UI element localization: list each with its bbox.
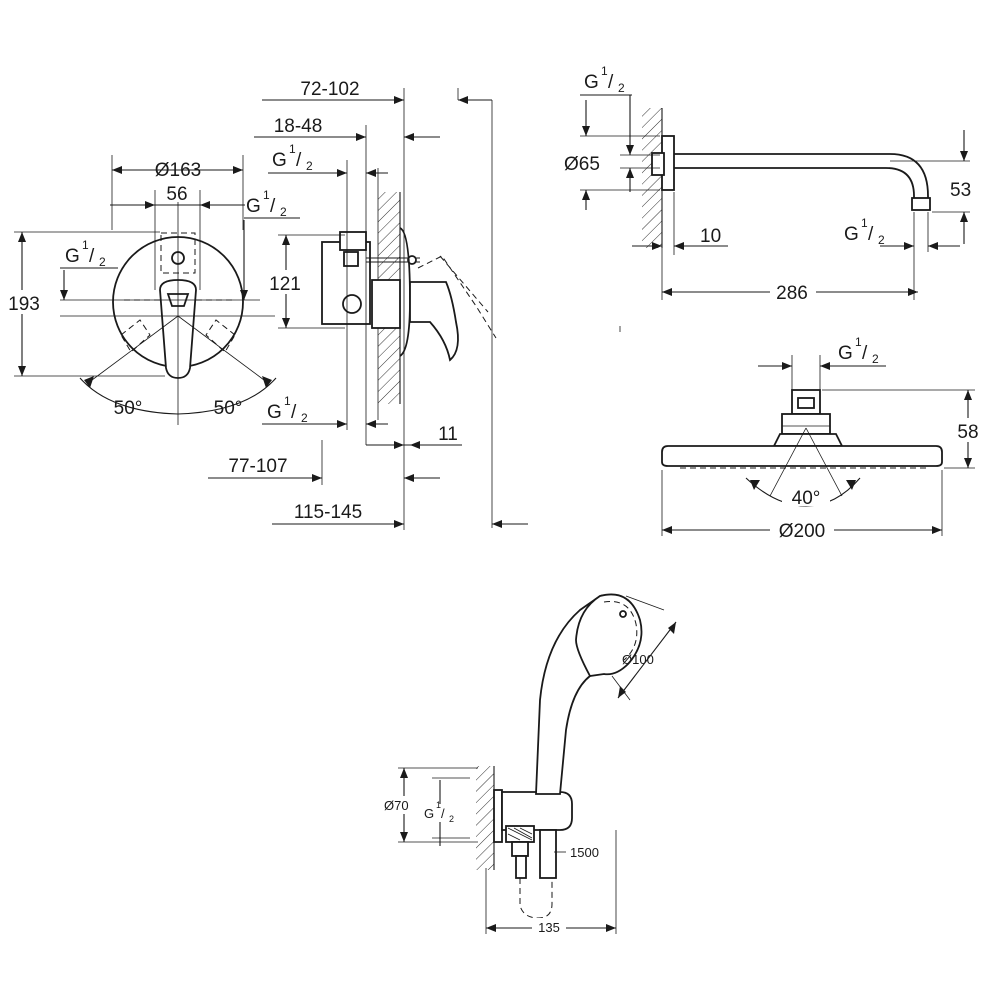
head-shower-view: G 1 / 2 58 40° Ø200 bbox=[661, 335, 986, 542]
svg-text:G: G bbox=[267, 402, 282, 423]
body-port bbox=[342, 294, 362, 314]
hand-head-diameter-label: Ø100 bbox=[622, 652, 654, 667]
head-height-label: 58 bbox=[957, 422, 978, 443]
hand-shower-grip-end bbox=[539, 829, 557, 879]
arm-thread-label: G 1 / 2 bbox=[584, 64, 625, 95]
mixer-width-label: 56 bbox=[166, 184, 187, 205]
arm-drop-label: 53 bbox=[950, 180, 971, 201]
head-angle-label: 40° bbox=[792, 488, 821, 509]
body-depth-label: 77-107 bbox=[228, 456, 287, 477]
arm-tube bbox=[674, 153, 929, 210]
lever-side bbox=[409, 281, 459, 362]
svg-text:2: 2 bbox=[618, 81, 625, 95]
svg-text:2: 2 bbox=[99, 255, 106, 269]
arm-wall-section bbox=[642, 108, 662, 248]
shower-arm-view: G 1 / 2 Ø65 10 G 1 / 2 bbox=[564, 64, 971, 332]
arm-wall-offset-label: 10 bbox=[700, 226, 721, 247]
mixer-front-view: Ø163 56 193 G 1 / 2 G 1 / 2 bbox=[2, 155, 300, 425]
arm-length-label: 286 bbox=[776, 283, 808, 304]
arm-outlet-thread-label: G 1 / 2 bbox=[844, 216, 885, 247]
head-diameter-label: Ø200 bbox=[779, 521, 825, 542]
svg-text:2: 2 bbox=[872, 352, 879, 366]
total-depth-label: 115-145 bbox=[294, 502, 362, 523]
trim-plate-side bbox=[399, 227, 411, 357]
hose-length-label: 1500 bbox=[570, 845, 599, 860]
head-plate bbox=[661, 445, 943, 467]
head-thread-label: G 1 / 2 bbox=[838, 335, 879, 366]
hidden-port-right bbox=[205, 319, 236, 353]
inlet-left-thread-label: G 1 / 2 bbox=[65, 238, 106, 269]
svg-text:G: G bbox=[246, 196, 261, 217]
rosette-offset-label: 11 bbox=[438, 424, 458, 445]
svg-text:1: 1 bbox=[82, 238, 89, 252]
mixer-height-label: 193 bbox=[8, 294, 40, 315]
svg-text:2: 2 bbox=[306, 159, 313, 173]
angle-left-label: 50° bbox=[114, 398, 143, 419]
head-connector bbox=[791, 389, 821, 415]
angle-right-label: 50° bbox=[214, 398, 243, 419]
side-height-label: 121 bbox=[269, 274, 301, 295]
depth-inner-label: 18-48 bbox=[274, 116, 323, 137]
wall-outlet-holder bbox=[501, 791, 573, 831]
hand-depth-label: 135 bbox=[538, 920, 560, 935]
side-bottom-thread-label: G 1 / 2 bbox=[267, 394, 308, 425]
side-top-thread-label: G 1 / 2 bbox=[272, 142, 313, 173]
svg-text:1: 1 bbox=[436, 800, 441, 810]
svg-text:G: G bbox=[838, 343, 853, 364]
lever-indicator bbox=[166, 293, 190, 307]
hidden-port-left bbox=[120, 319, 151, 353]
depth-outer-label: 72-102 bbox=[300, 79, 359, 100]
svg-text:1: 1 bbox=[855, 335, 862, 349]
svg-text:2: 2 bbox=[301, 411, 308, 425]
svg-text:/: / bbox=[270, 196, 276, 217]
head-ball-joint bbox=[772, 433, 844, 447]
svg-text:G: G bbox=[65, 246, 80, 267]
arm-rosette-diameter-label: Ø65 bbox=[564, 154, 600, 175]
mixer-side-view: 72-102 18-48 G 1 / 2 121 G 1 / 2 bbox=[208, 79, 528, 530]
svg-text:1: 1 bbox=[263, 188, 270, 202]
svg-text:/: / bbox=[868, 224, 874, 245]
svg-text:/: / bbox=[296, 150, 302, 171]
mixer-diameter-label: Ø163 bbox=[155, 160, 201, 181]
svg-text:G: G bbox=[584, 72, 599, 93]
svg-text:2: 2 bbox=[280, 205, 287, 219]
hand-thread-label: G 1 / 2 bbox=[424, 800, 454, 824]
svg-text:/: / bbox=[862, 343, 868, 364]
svg-text:1: 1 bbox=[289, 142, 296, 156]
svg-text:G: G bbox=[424, 806, 434, 821]
svg-text:G: G bbox=[844, 224, 859, 245]
svg-text:1: 1 bbox=[601, 64, 608, 78]
hand-elbow-diameter-label: Ø70 bbox=[384, 798, 409, 813]
svg-text:1: 1 bbox=[284, 394, 291, 408]
svg-text:/: / bbox=[291, 402, 297, 423]
svg-text:/: / bbox=[608, 72, 614, 93]
hand-wall-section bbox=[476, 766, 494, 870]
hand-shower-view: Ø100 Ø70 G 1 / 2 1500 135 bbox=[380, 593, 677, 936]
svg-text:/: / bbox=[89, 246, 95, 267]
inlet-right-thread-label: G 1 / 2 bbox=[246, 188, 287, 219]
hose-dashed bbox=[519, 878, 553, 919]
svg-text:/: / bbox=[441, 806, 445, 821]
svg-text:2: 2 bbox=[449, 814, 454, 824]
svg-text:2: 2 bbox=[878, 233, 885, 247]
svg-text:G: G bbox=[272, 150, 287, 171]
svg-text:1: 1 bbox=[861, 216, 868, 230]
